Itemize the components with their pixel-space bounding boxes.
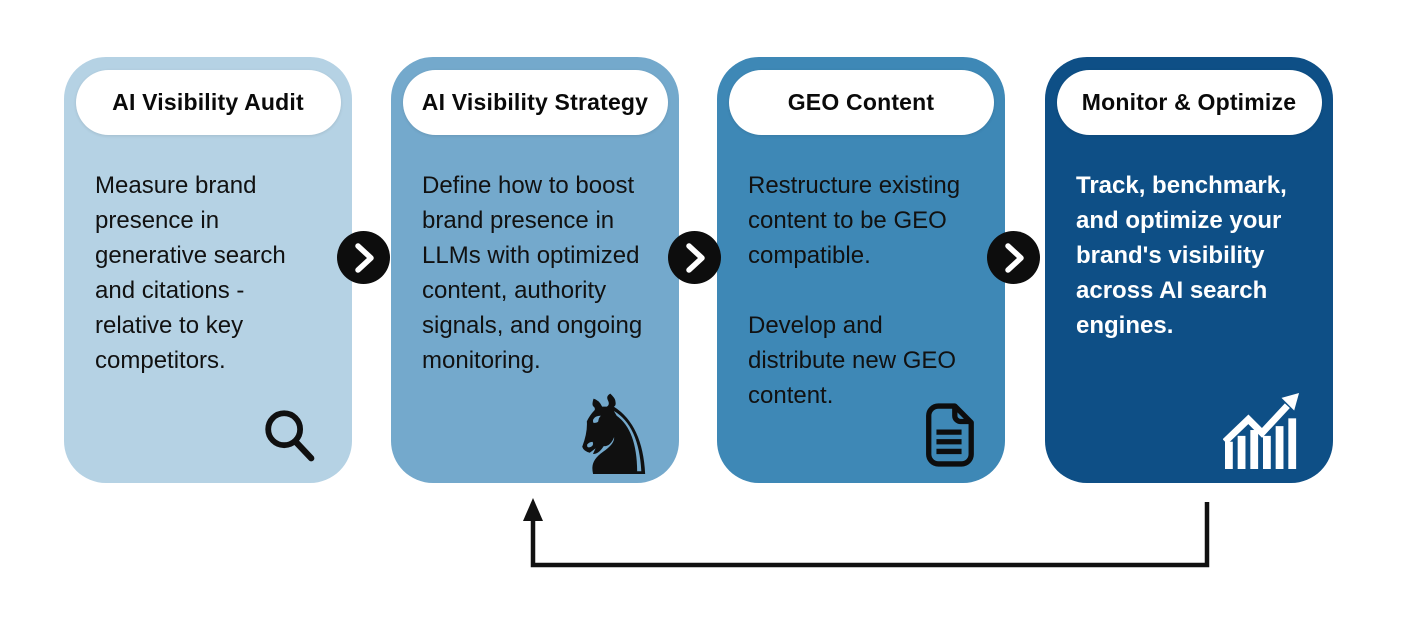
step-title-pill: Monitor & Optimize <box>1056 70 1322 135</box>
step-title: AI Visibility Audit <box>112 89 304 115</box>
document-icon <box>921 403 977 467</box>
step-description: Restructure existing content to be GEO c… <box>748 172 961 269</box>
step-title: GEO Content <box>787 89 935 115</box>
step-description: Measure brand presence in generative sea… <box>95 172 286 374</box>
step-title-pill: GEO Content <box>728 70 994 135</box>
chevron-right-icon <box>668 231 721 284</box>
step-description: Define how to boost brand presence in LL… <box>422 172 643 374</box>
step-card-ai-visibility-audit: AI Visibility Audit Measure brand presen… <box>64 57 352 483</box>
step-description: Develop and distribute new GEO content. <box>748 312 957 409</box>
step-card-geo-content: GEO Content Restructure existing content… <box>717 57 1005 483</box>
step-card-ai-visibility-strategy: AI Visibility Strategy Define how to boo… <box>391 57 679 500</box>
chevron-right-icon <box>987 231 1040 284</box>
feedback-loop-arrow <box>523 498 1210 568</box>
step-title-pill: AI Visibility Audit <box>75 70 341 135</box>
step-title: AI Visibility Strategy <box>421 89 649 115</box>
step-card-monitor-optimize: Monitor & Optimize Track, benchmark, and… <box>1045 57 1333 483</box>
knight-glyph: ♞ <box>564 372 663 500</box>
chart-growth-icon <box>1222 393 1303 469</box>
knight-icon: ♞ <box>564 372 663 500</box>
chevron-right-icon <box>337 231 390 284</box>
search-icon <box>260 407 318 465</box>
step-title-pill: AI Visibility Strategy <box>402 70 668 135</box>
step-description: Track, benchmark, and optimize your bran… <box>1076 172 1287 339</box>
step-title: Monitor & Optimize <box>1081 89 1297 115</box>
